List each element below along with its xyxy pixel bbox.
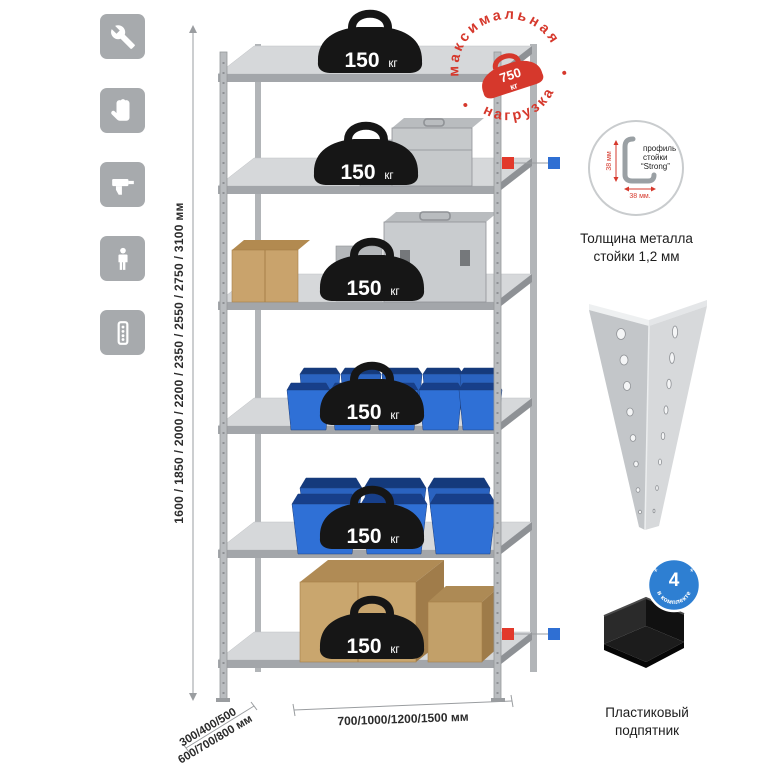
foot-caption-line1: Пластиковый [605,705,689,720]
weight-unit: кг [388,58,397,70]
max-load-stamp: максимальная нагрузка 750 кг [433,0,567,134]
width-dimension-line [292,694,514,717]
profile-label-1: профиль [643,144,676,153]
weight-unit: кг [390,410,399,422]
front-posts [216,51,505,702]
included-count-badge: 4 в комплекте * * [646,557,702,613]
blue-marker-bottom [548,628,560,640]
weight-value: 150 [346,277,381,300]
callout-markers [502,157,560,640]
height-dimension-line [189,25,197,701]
profile-dim-vertical: 38 мм [606,140,619,182]
weight-value: 150 [344,49,379,72]
gloves-icon [100,88,145,133]
profile-caption-line1: Толщина металла [580,231,693,246]
weight-unit: кг [390,286,399,298]
weight-value: 150 [346,525,381,548]
profile-caption: Толщина металла стойки 1,2 мм [564,230,709,266]
profile-drawing [622,136,657,184]
post-profile-callout: 38 мм 38 мм. профиль стойки “Strong” [588,120,684,216]
wrench-icon [100,14,145,59]
rack-profile-icon [100,310,145,355]
load-weight-6: 150 кг [319,595,425,659]
stamp-value: 750 [498,65,523,86]
blue-marker-top [548,157,560,169]
svg-text:*: * [654,567,658,577]
load-weight-4: 150 кг [319,361,425,425]
profile-caption-line2: стойки 1,2 мм [593,249,680,265]
stamp-unit: кг [509,80,520,92]
stamp-weight: 750 кг [482,53,544,99]
foot-caption-line2: подпятник [614,723,680,739]
depth-dimension-line [182,701,258,753]
profile-label-3: “Strong” [641,162,670,171]
weight-unit: кг [384,170,393,182]
weight-value: 150 [346,635,381,658]
plastic-foot-image [603,596,685,668]
load-weight-2: 150 кг [313,121,419,185]
profile-dim-horizontal: 38 мм. [624,186,656,200]
perforated-post-image [589,300,707,531]
badge-value: 4 [669,570,680,591]
person-icon [100,236,145,281]
profile-label-2: стойки [643,153,667,162]
load-weight-3: 150 кг [319,237,425,301]
weight-unit: кг [390,534,399,546]
weight-unit: кг [390,644,399,656]
feature-icon-column [100,14,145,355]
load-weight-1: 150 кг [317,9,423,73]
weight-value: 150 [346,401,381,424]
svg-text:*: * [690,567,694,577]
profile-dim-v-label: 38 мм [606,151,613,171]
red-marker-bottom [502,628,514,640]
height-dimension-label: 1600 / 1850 / 2000 / 2200 / 2350 / 2550 … [172,202,186,524]
profile-dim-h-label: 38 мм. [629,193,650,200]
drill-icon [100,162,145,207]
post-perforation [616,325,679,515]
foot-caption: Пластиковый подпятник [572,704,722,740]
red-marker-top [502,157,514,169]
weight-value: 150 [340,161,375,184]
load-weight-5: 150 кг [319,485,425,549]
